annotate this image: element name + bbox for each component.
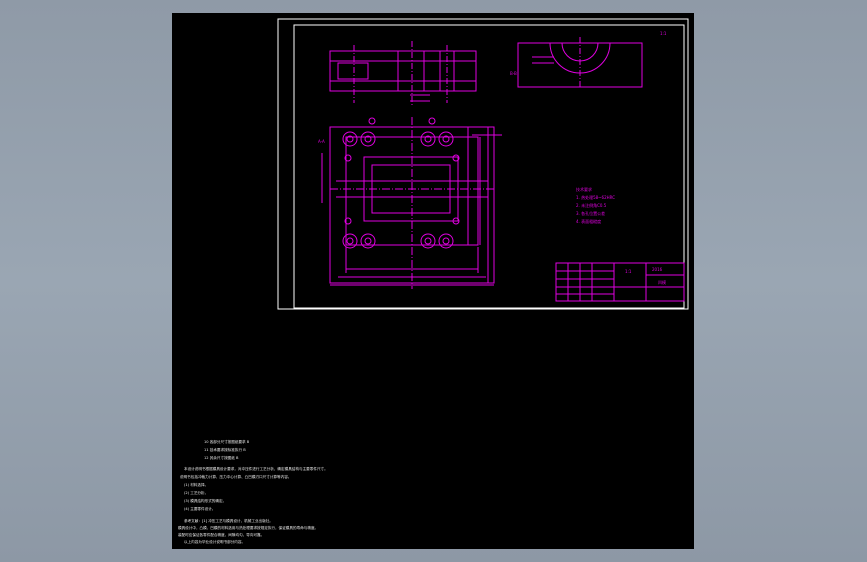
note-footer-3: 装配时应保证各零件配合精度，间隙均匀，导向可靠。 [178,533,265,537]
svg-text:技术要求: 技术要求 [576,186,592,192]
title-block: 1:1 2016 凹模 [555,262,685,302]
inner-frame [293,24,685,309]
svg-text:凹模: 凹模 [658,279,666,285]
cad-drawing: 技术要求 1. 热处理58~62HRC 2. 未注倒角C0.5 3. 各孔位置公… [277,18,689,310]
svg-text:2016: 2016 [652,267,663,272]
svg-text:2. 未注倒角C0.5: 2. 未注倒角C0.5 [576,202,607,208]
side-view [517,37,643,88]
note-body-6: (4) 主要零件设计。 [184,507,216,511]
svg-text:4. 表面粗糙度: 4. 表面粗糙度 [576,218,601,224]
note-header-3: 12 其余尺寸按图纸 B [204,456,239,460]
label-section-a: A-A [318,139,325,144]
note-footer-2: 模具设计中，凸模、凹模的材料选用与热处理要求按规定执行，保证模具的寿命与精度。 [178,526,319,530]
note-body-5: (3) 模具结构形式的确定。 [184,499,227,503]
section-view-a [329,41,477,105]
label-scale: 1:1 [660,31,667,36]
note-body-3: (1) 材料选择。 [184,483,209,487]
note-footer-1: 参考文献：[1] 冲压工艺与模具设计，机械工业出版社。 [184,519,273,523]
note-footer-4: 以上内容为毕业设计说明书部分内容。 [184,540,246,544]
svg-text:1. 热处理58~62HRC: 1. 热处理58~62HRC [576,194,615,200]
note-body-2: 说明书包括冲裁力计算、压力中心计算、凸凹模刃口尺寸计算等内容。 [180,475,292,479]
note-body-4: (2) 工艺分析。 [184,491,209,495]
outer-frame [277,18,689,310]
plan-view [321,117,502,289]
tech-requirements-block: 技术要求 1. 热处理58~62HRC 2. 未注倒角C0.5 3. 各孔位置公… [576,186,615,224]
label-section-b: B-B [510,71,517,76]
drawing-canvas[interactable]: 技术要求 1. 热处理58~62HRC 2. 未注倒角C0.5 3. 各孔位置公… [172,13,694,549]
svg-text:3. 各孔位置公差: 3. 各孔位置公差 [576,210,605,216]
note-body-1: 本设计说明书根据模具设计要求，对冲压件进行工艺分析，确定模具结构与主要零件尺寸。 [184,467,328,471]
svg-text:1:1: 1:1 [625,269,632,274]
note-header-1: 10 各部分尺寸按图纸要求 B [204,440,250,444]
note-header-2: 11 技术要求按标准执行 B [204,448,246,452]
